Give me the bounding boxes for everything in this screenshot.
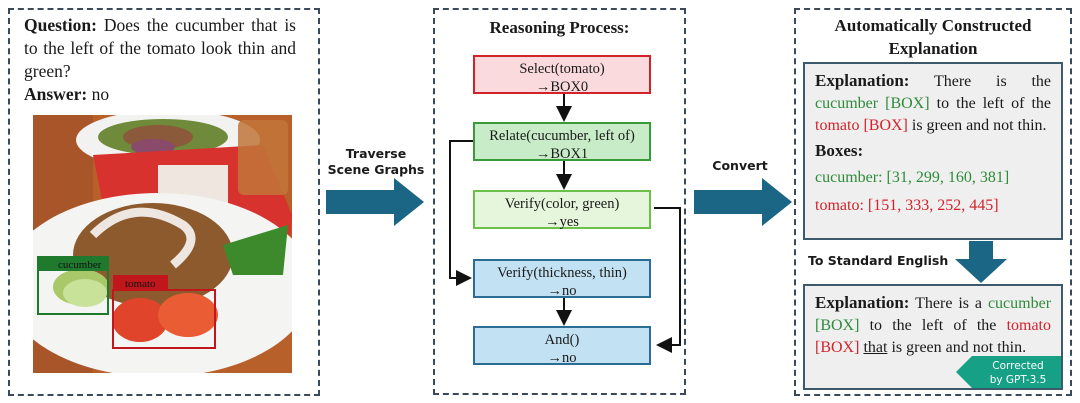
badge-line2: by GPT-3.5: [990, 374, 1047, 386]
tomato-box-coords: tomato: [151, 333, 252, 445]: [815, 197, 999, 214]
question-block: Question: Does the cucumber that is to t…: [24, 14, 296, 106]
explanation2-cucumber: cucumber [BOX]: [815, 295, 1052, 334]
constructed-explanation-box: Explanation: There is the cucumber [BOX]…: [803, 62, 1063, 240]
explanation1-text: Explanation: There is the cucumber [BOX]…: [815, 70, 1051, 137]
scene-photo: cucumber tomato: [33, 115, 292, 373]
node-verify-color-line1: Verify(color, green): [504, 196, 620, 212]
node-and: And() →no: [473, 326, 651, 366]
node-select: Select(tomato) →BOX0: [473, 55, 651, 95]
answer-text: no: [91, 84, 110, 104]
node-and-line1: And(): [544, 332, 580, 348]
flow-connectors: [449, 93, 681, 353]
traverse-label: Traverse Scene Graphs: [320, 146, 432, 178]
answer-label: Answer:: [24, 84, 88, 104]
explanation2-tomato: tomato [BOX]: [815, 317, 1051, 356]
to-standard-english-label: To Standard English: [808, 253, 949, 268]
question-label: Question:: [24, 15, 97, 35]
node-relate-line1: Relate(cucumber, left of): [489, 128, 635, 144]
reasoning-panel: [433, 8, 686, 395]
question-text: Does the cucumber that is to the left of…: [24, 15, 296, 81]
explanation1-tomato: tomato [BOX]: [815, 117, 908, 134]
explanation2-label: Explanation:: [815, 293, 910, 312]
node-and-line2: →no: [547, 350, 577, 366]
cucumber-bbox-label: cucumber: [58, 259, 102, 271]
traverse-label-line2: Scene Graphs: [327, 162, 425, 177]
explanation2-text: Explanation: There is a cucumber [BOX] t…: [815, 292, 1051, 359]
cucumber-bbox-label-bg: [38, 257, 108, 271]
right-arrow-icon: [694, 178, 792, 226]
explanation1-part3: is green and not thin.: [911, 117, 1047, 134]
badge-line1: Corrected: [992, 360, 1043, 372]
edge-relate-verify-thickness: [449, 140, 473, 286]
explanation-title-line1: Automatically Constructed: [834, 16, 1032, 35]
node-verify-thickness: Verify(thickness, thin) →no: [473, 259, 651, 299]
corrected-badge: Corrected by GPT-3.5: [956, 356, 1061, 388]
reasoning-title: Reasoning Process:: [489, 18, 630, 37]
node-verify-color: Verify(color, green) →yes: [473, 190, 651, 230]
convert-label: Convert: [712, 158, 768, 173]
explanation1-cucumber: cucumber [BOX]: [815, 95, 930, 112]
standard-explanation-box: Explanation: There is a cucumber [BOX] t…: [803, 284, 1063, 390]
node-verify-thickness-line2: →no: [547, 283, 577, 299]
explanation-title: Automatically Constructed Explanation: [794, 14, 1072, 60]
boxes-label: Boxes:: [815, 141, 864, 160]
explanation-panel: [794, 8, 1072, 396]
explanation1-part2: to the left of the: [936, 95, 1052, 112]
explanation2-underlined-word: that: [863, 339, 888, 356]
question-panel: [8, 8, 320, 396]
edge-verify-color-and: [654, 207, 681, 353]
node-verify-thickness-line1: Verify(thickness, thin): [497, 265, 627, 281]
tomato-bbox-label-bg: [113, 275, 168, 290]
cucumber-box-coords: cucumber: [31, 299, 160, 381]: [815, 169, 1010, 186]
explanation2-part3: is green and not thin.: [891, 339, 1027, 356]
right-arrow-icon: [326, 178, 424, 226]
explanation2-part2: to the left of the: [869, 317, 997, 334]
traverse-label-line1: Traverse: [345, 146, 407, 161]
node-select-line2: →BOX0: [535, 79, 589, 95]
explanation1-part1: There is the: [933, 73, 1051, 90]
explanation2-part1: There is a: [915, 295, 983, 312]
node-relate: Relate(cucumber, left of) →BOX1: [473, 122, 651, 162]
node-select-line1: Select(tomato): [519, 61, 605, 77]
node-verify-color-line2: →yes: [545, 214, 579, 230]
tomato-bbox-label: tomato: [125, 278, 156, 290]
node-relate-line2: →BOX1: [535, 146, 589, 162]
down-arrow-icon: [955, 241, 1007, 283]
explanation-title-line2: Explanation: [888, 39, 978, 58]
explanation1-label: Explanation:: [815, 71, 910, 90]
